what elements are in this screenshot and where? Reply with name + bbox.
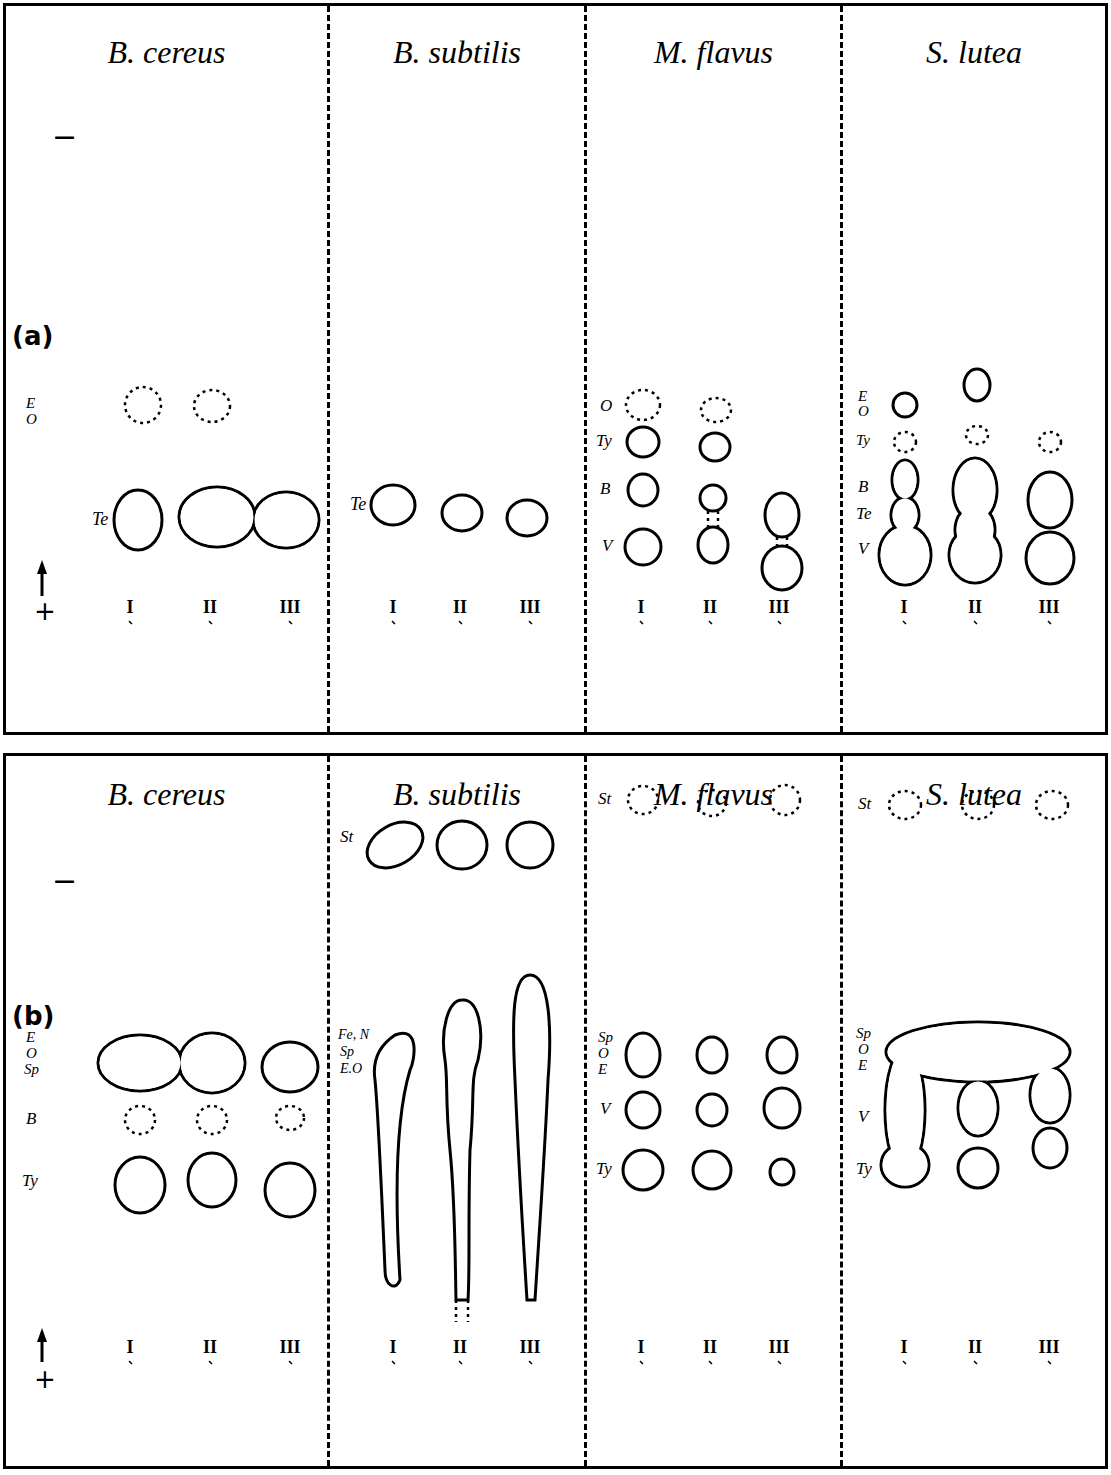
lane-number: I	[126, 598, 133, 616]
spot-label: B	[858, 478, 868, 495]
species-name: M. flavus	[587, 34, 840, 71]
polarity-sign: −	[52, 866, 77, 896]
species-panel: S. lutea	[843, 756, 1105, 1466]
species-panel: S. lutea	[843, 6, 1105, 732]
species-panel: B. cereus	[6, 756, 330, 1466]
spot-label: O	[26, 412, 37, 427]
spot-label: E	[858, 1058, 867, 1073]
lane-number: III	[519, 598, 540, 616]
lane-number: I	[389, 1338, 396, 1356]
spot-label: E	[858, 389, 867, 404]
lane-number: III	[768, 598, 789, 616]
lane-number: I	[900, 598, 907, 616]
lane-number: II	[968, 1338, 982, 1356]
spot-label: O	[858, 1042, 869, 1057]
spot-label: Ty	[596, 1160, 612, 1177]
lane-number: I	[637, 598, 644, 616]
spot-label: V	[602, 537, 612, 554]
polarity-sign: +	[34, 1366, 56, 1392]
species-panel: B. subtilis	[330, 756, 587, 1466]
spot-label: Te	[350, 495, 366, 513]
spot-label: Sp	[24, 1062, 39, 1077]
panel-letter: (a)	[12, 321, 53, 351]
species-name: B. subtilis	[330, 776, 584, 813]
lane-number: II	[968, 598, 982, 616]
species-panel: M. flavus	[587, 756, 843, 1466]
species-name: B. cereus	[6, 34, 327, 71]
lane-number: III	[519, 1338, 540, 1356]
species-name: S. lutea	[843, 776, 1105, 813]
lane-number: II	[453, 598, 467, 616]
spot-label: Te	[92, 510, 108, 528]
panel-letter: (b)	[12, 1001, 54, 1031]
species-panel: B. subtilis	[330, 6, 587, 732]
panel-frame: (a) B. cereusB. subtilisM. flavusS. lutea	[3, 3, 1108, 735]
spot-label: B	[26, 1110, 36, 1127]
spot-label: V	[858, 540, 868, 557]
lane-number: II	[203, 1338, 217, 1356]
spot-label: Sp	[598, 1030, 613, 1045]
lane-number: II	[703, 598, 717, 616]
spot-label: St	[340, 828, 353, 845]
lane-number: I	[389, 598, 396, 616]
spot-label: E	[26, 396, 35, 411]
spot-label: St	[858, 795, 871, 812]
spot-label: Fe, N	[338, 1028, 369, 1042]
spot-label: B	[600, 480, 610, 497]
lane-number: III	[1038, 598, 1059, 616]
spot-label: O	[858, 404, 869, 419]
lane-number: I	[126, 1338, 133, 1356]
spot-label: Sp	[856, 1026, 871, 1041]
spot-label: Te	[856, 505, 871, 522]
species-name: B. subtilis	[330, 34, 584, 71]
panel-frame: (b) B. cereusB. subtilisM. flavusS. lutea	[3, 753, 1108, 1469]
spot-label: Ty	[856, 1160, 872, 1177]
spot-label: St	[598, 790, 611, 807]
lane-number: III	[1038, 1338, 1059, 1356]
spot-label: V	[600, 1100, 610, 1117]
spot-label: O	[598, 1046, 609, 1061]
lane-number: III	[279, 1338, 300, 1356]
species-panel: M. flavus	[587, 6, 843, 732]
lane-number: I	[900, 1338, 907, 1356]
spot-label: O	[26, 1046, 37, 1061]
spot-label: Sp	[340, 1045, 354, 1059]
lane-number: I	[637, 1338, 644, 1356]
lane-number: II	[703, 1338, 717, 1356]
spot-label: Ty	[856, 433, 870, 448]
species-name: S. lutea	[843, 34, 1105, 71]
lane-number: III	[279, 598, 300, 616]
lane-number: II	[203, 598, 217, 616]
species-name: B. cereus	[6, 776, 327, 813]
species-name: M. flavus	[587, 776, 840, 813]
spot-label: Ty	[22, 1172, 38, 1189]
spot-label: E	[26, 1030, 35, 1045]
polarity-sign: +	[34, 598, 56, 624]
spot-label: E.O	[340, 1062, 362, 1076]
lane-number: III	[768, 1338, 789, 1356]
spot-label: E	[598, 1062, 607, 1077]
spot-label: Ty	[596, 432, 612, 449]
lane-number: II	[453, 1338, 467, 1356]
spot-label: O	[600, 397, 612, 414]
spot-label: V	[858, 1108, 868, 1125]
polarity-sign: −	[52, 122, 77, 152]
